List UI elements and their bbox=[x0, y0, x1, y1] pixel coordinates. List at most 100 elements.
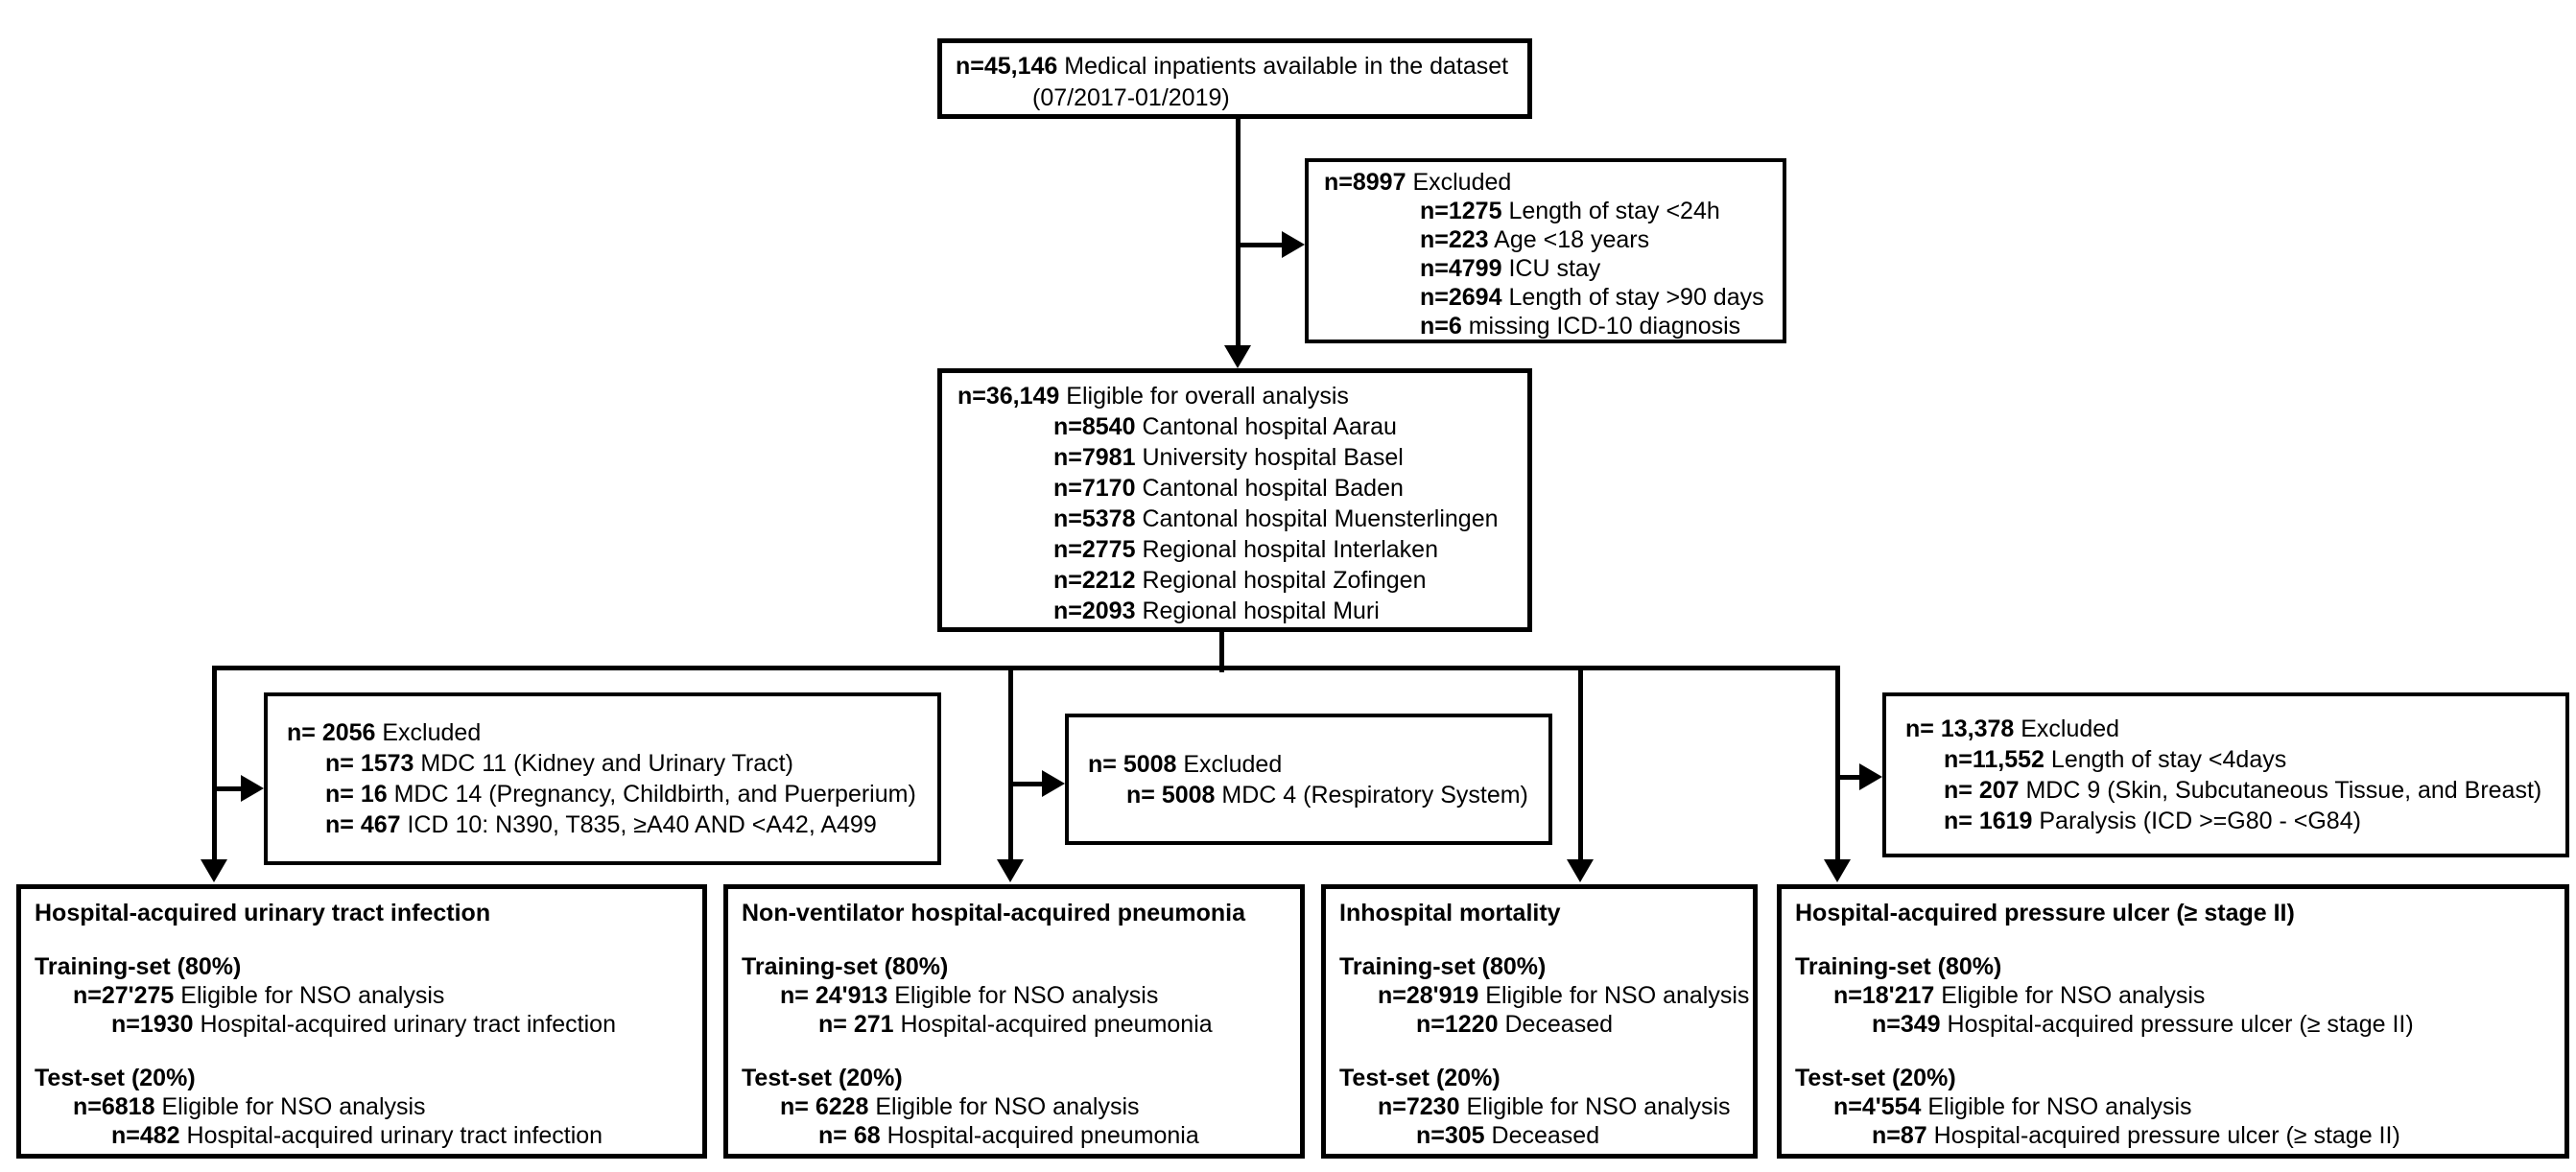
text-line: n=349 Hospital-acquired pressure ulcer (… bbox=[1872, 1010, 2551, 1039]
box-outcome-pressure-ulcer: Hospital-acquired pressure ulcer (≥ stag… bbox=[1777, 884, 2569, 1159]
count-value: n=8540 bbox=[1053, 413, 1136, 440]
count-value: n= 2056 bbox=[287, 719, 376, 746]
text-line: n=7170 Cantonal hospital Baden bbox=[1053, 473, 1512, 504]
count-value: n=11,552 bbox=[1944, 746, 2044, 773]
line-label: Paralysis (ICD >=G80 - <G84) bbox=[2032, 808, 2361, 834]
line-label: Hospital-acquired pneumonia bbox=[893, 1011, 1213, 1038]
box-outcome-mortality: Inhospital mortality Training-set (80%) … bbox=[1321, 884, 1758, 1159]
line-label: Hospital-acquired pressure ulcer (≥ stag… bbox=[1926, 1122, 2400, 1149]
training-set-label: Training-set (80%) bbox=[1795, 953, 2002, 980]
count-value: n=7170 bbox=[1053, 475, 1136, 502]
text-line: n=87 Hospital-acquired pressure ulcer (≥… bbox=[1872, 1121, 2551, 1150]
line-label: Eligible for NSO analysis bbox=[868, 1093, 1140, 1120]
connector-top-to-eligible bbox=[1236, 119, 1241, 349]
text-line: n= 5008 MDC 4 (Respiratory System) bbox=[1126, 780, 1541, 810]
connector-to-excluded-pneumonia bbox=[1010, 782, 1046, 786]
count-value: n=7981 bbox=[1053, 444, 1136, 471]
line-label: Excluded bbox=[1176, 750, 1283, 778]
line-label: Hospital-acquired pneumonia bbox=[880, 1122, 1199, 1149]
count-value: n= 5008 bbox=[1088, 750, 1177, 778]
line-label: Cantonal hospital Muensterlingen bbox=[1135, 505, 1499, 532]
box-outcome-pneumonia: Non-ventilator hospital-acquired pneumon… bbox=[723, 884, 1305, 1159]
text-line: n=6 missing ICD-10 diagnosis bbox=[1420, 312, 1767, 340]
text-line: n=4'554 Eligible for NSO analysis bbox=[1833, 1092, 2551, 1121]
line-label: Hospital-acquired urinary tract infectio… bbox=[179, 1122, 603, 1149]
connector-branch-to-mortality bbox=[1578, 666, 1583, 863]
text-line: n= 1619 Paralysis (ICD >=G80 - <G84) bbox=[1944, 806, 2558, 836]
count-value: n=2212 bbox=[1053, 567, 1136, 594]
line-label: Eligible for NSO analysis bbox=[1921, 1093, 2192, 1120]
text-line: n=1220 Deceased bbox=[1416, 1010, 1739, 1039]
line-label: MDC 9 (Skin, Subcutaneous Tissue, and Br… bbox=[2019, 777, 2542, 804]
line-label: Eligible for NSO analysis bbox=[154, 1093, 426, 1120]
line-label: MDC 11 (Kidney and Urinary Tract) bbox=[414, 750, 793, 777]
line-label: Regional hospital Interlaken bbox=[1135, 536, 1438, 563]
connector-branch-to-uti bbox=[212, 666, 217, 863]
line-label: Eligible for NSO analysis bbox=[887, 982, 1159, 1009]
text-line: n=2093 Regional hospital Muri bbox=[1053, 596, 1512, 626]
count-value: n=7230 bbox=[1378, 1093, 1460, 1120]
line-label: Eligible for NSO analysis bbox=[174, 982, 445, 1009]
text-line: n=223 Age <18 years bbox=[1420, 225, 1767, 254]
text-line: n=8540 Cantonal hospital Aarau bbox=[1053, 411, 1512, 442]
text-line: n=2775 Regional hospital Interlaken bbox=[1053, 534, 1512, 565]
text-line: n=18'217 Eligible for NSO analysis bbox=[1833, 981, 2551, 1010]
count-value: n=1930 bbox=[111, 1011, 194, 1038]
connector-eligible-to-branch bbox=[1219, 629, 1224, 672]
text-line: n= 207 MDC 9 (Skin, Subcutaneous Tissue,… bbox=[1944, 775, 2558, 806]
count-value: n=2694 bbox=[1420, 284, 1502, 311]
test-set-label: Test-set (20%) bbox=[1339, 1065, 1501, 1091]
text-line: n= 68 Hospital-acquired pneumonia bbox=[818, 1121, 1287, 1150]
count-value: n=36,149 bbox=[957, 383, 1060, 410]
line-label: Cantonal hospital Aarau bbox=[1135, 413, 1397, 440]
count-value: n=4'554 bbox=[1833, 1093, 1922, 1120]
training-set-label: Training-set (80%) bbox=[1339, 953, 1547, 980]
count-value: n= 6228 bbox=[780, 1093, 869, 1120]
connector-branch-to-pneumonia bbox=[1008, 666, 1013, 863]
arrowhead-into-pneumonia-box bbox=[997, 859, 1024, 882]
connector-to-excluded-uti bbox=[214, 786, 245, 791]
text-line: n=27'275 Eligible for NSO analysis bbox=[73, 981, 689, 1010]
line-label: Hospital-acquired pressure ulcer (≥ stag… bbox=[1940, 1011, 2414, 1038]
count-value: n=1275 bbox=[1420, 198, 1502, 224]
branch-distribution-line bbox=[212, 666, 1840, 670]
text-line: n=8997 Excluded bbox=[1324, 168, 1767, 197]
text-line: (07/2017-01/2019) bbox=[1032, 82, 1514, 114]
line-label: Hospital-acquired urinary tract infectio… bbox=[193, 1011, 616, 1038]
text-line: n=305 Deceased bbox=[1416, 1121, 1739, 1150]
outcome-title: Hospital-acquired urinary tract infectio… bbox=[35, 900, 491, 926]
count-value: n= 5008 bbox=[1126, 781, 1216, 809]
text-line: n=5378 Cantonal hospital Muensterlingen bbox=[1053, 504, 1512, 534]
line-label: Excluded bbox=[375, 719, 482, 746]
line-label: missing ICD-10 diagnosis bbox=[1461, 313, 1741, 340]
count-value: n= 207 bbox=[1944, 777, 2020, 804]
training-set-label: Training-set (80%) bbox=[742, 953, 949, 980]
text-line: n=2212 Regional hospital Zofingen bbox=[1053, 565, 1512, 596]
count-value: n=8997 bbox=[1324, 169, 1406, 196]
line-label: Eligible for overall analysis bbox=[1059, 383, 1349, 410]
line-label: Regional hospital Zofingen bbox=[1135, 567, 1427, 594]
count-value: n= 13,378 bbox=[1905, 715, 2015, 742]
text-line: n=45,146 Medical inpatients available in… bbox=[956, 51, 1514, 82]
test-set-label: Test-set (20%) bbox=[35, 1065, 196, 1091]
line-label: Cantonal hospital Baden bbox=[1135, 475, 1404, 502]
line-label: MDC 14 (Pregnancy, Childbirth, and Puerp… bbox=[387, 781, 916, 808]
text-line: n= 271 Hospital-acquired pneumonia bbox=[818, 1010, 1287, 1039]
line-label: Length of stay <4days bbox=[2044, 746, 2287, 773]
count-value: n=223 bbox=[1420, 226, 1489, 253]
count-value: n=27'275 bbox=[73, 982, 175, 1009]
text-line: n= 467 ICD 10: N390, T835, ≥A40 AND <A42… bbox=[325, 809, 930, 840]
box-dataset-total: n=45,146 Medical inpatients available in… bbox=[937, 38, 1532, 119]
count-value: n=45,146 bbox=[956, 53, 1058, 80]
arrowhead-into-excluded-uti bbox=[241, 775, 264, 802]
count-value: n= 271 bbox=[818, 1011, 894, 1038]
